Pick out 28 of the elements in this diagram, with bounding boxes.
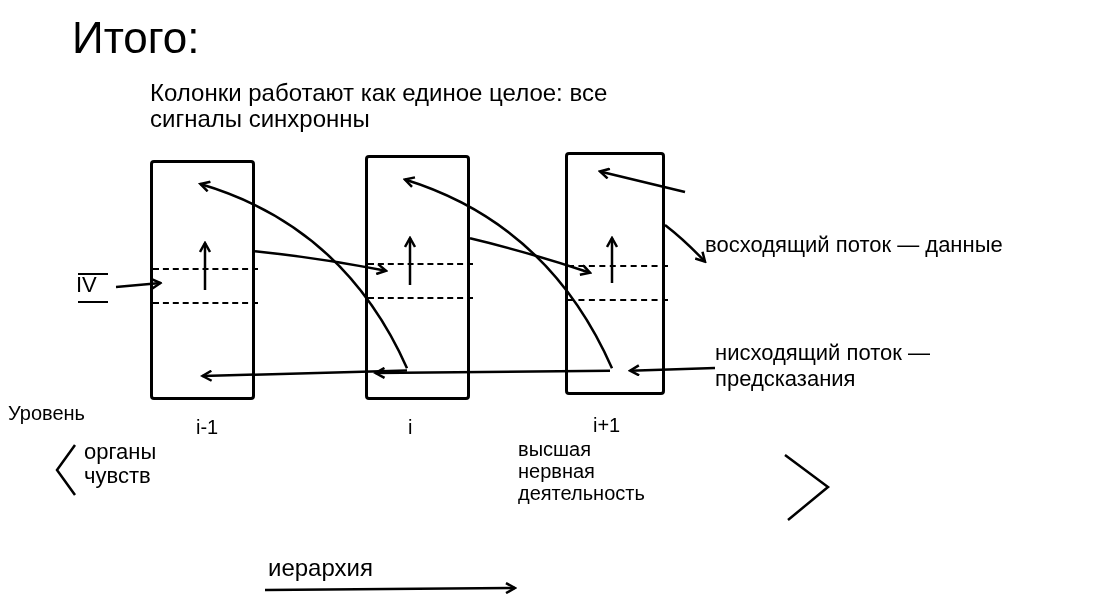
text-label: высшая нервная деятельность [518,438,646,504]
arrow [201,369,408,382]
text-label: i [408,415,414,440]
arrow [199,180,409,369]
arrow [374,366,610,380]
column-box [365,155,470,400]
arrow [403,176,614,369]
layer-band [153,268,258,304]
arrow [664,223,707,263]
node-label: восходящий поток — данные [705,232,1005,322]
arrow [628,364,716,377]
text-label: Колонки работают как единое целое: все сигналы синхронны [150,80,609,132]
node-label: нисходящий поток — предсказания [715,340,1055,420]
column-box [150,160,255,400]
title: Итого: [72,12,200,64]
arrow [115,277,162,291]
layer-band [368,263,473,299]
column-box [565,152,665,395]
node-label: IV [76,272,116,302]
arrow [254,249,388,276]
text-label: Уровень [8,401,87,426]
text-label: i-1 [196,415,220,440]
text-label: иерархия [268,553,374,583]
text-label: органы чувств [84,440,158,488]
arrow [598,167,686,194]
arrow [469,237,592,276]
layer-band [568,265,668,301]
text-label: i+1 [593,413,622,438]
